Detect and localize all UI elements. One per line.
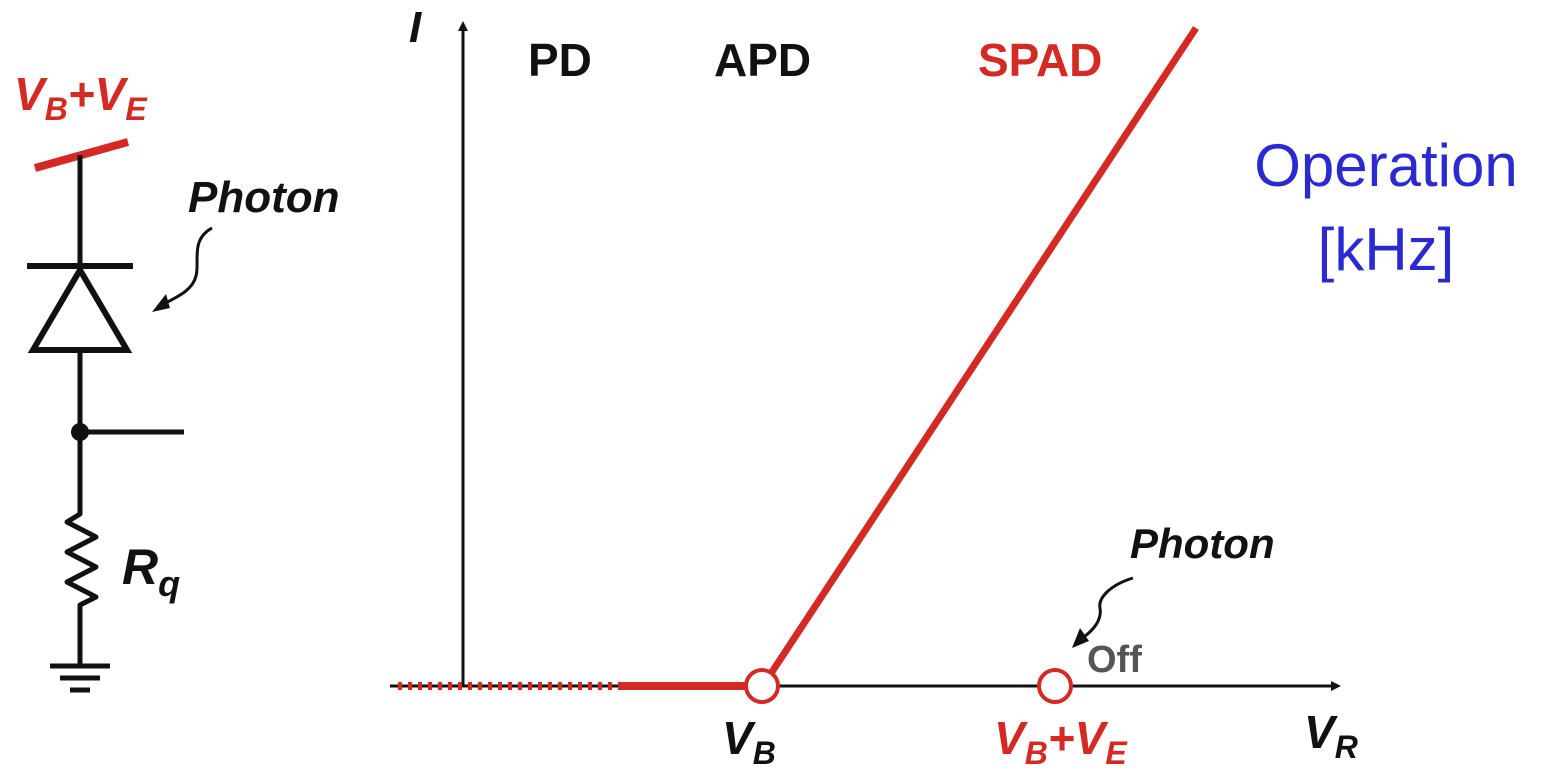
- iv-graph: I VR VB VB+VE Off Photon PD AP: [390, 3, 1358, 771]
- excess-bias-label: VB+VE: [994, 712, 1128, 771]
- region-spad-label: SPAD: [978, 34, 1102, 86]
- ground-icon: [50, 663, 110, 693]
- breakdown-point: [744, 668, 780, 704]
- circuit-photon-label: Photon: [188, 173, 340, 222]
- excess-bias-point: [1037, 668, 1073, 704]
- operation-annotation: Operation [kHz]: [1254, 132, 1518, 283]
- x-axis-label: VR: [1304, 706, 1358, 765]
- y-axis-label: I: [409, 3, 422, 52]
- graph-photon-label: Photon: [1130, 520, 1275, 567]
- region-apd-label: APD: [714, 34, 811, 86]
- off-label: Off: [1087, 639, 1142, 681]
- spad-slope-line: [765, 26, 1199, 680]
- operation-unit: [kHz]: [1318, 216, 1455, 283]
- breakdown-label: VB: [722, 712, 776, 771]
- diode-icon: [27, 263, 133, 353]
- photon-arrow-icon: [152, 226, 213, 312]
- graph-photon-arrow-icon: [1072, 576, 1134, 648]
- supply-voltage-label: VB+VE: [14, 68, 148, 127]
- resistor-label: Rq: [122, 539, 180, 604]
- operation-title: Operation: [1254, 132, 1518, 199]
- region-pd-label: PD: [528, 34, 592, 86]
- circuit-schematic: VB+VE Photon Rq: [14, 68, 340, 693]
- resistor-icon: [64, 510, 99, 610]
